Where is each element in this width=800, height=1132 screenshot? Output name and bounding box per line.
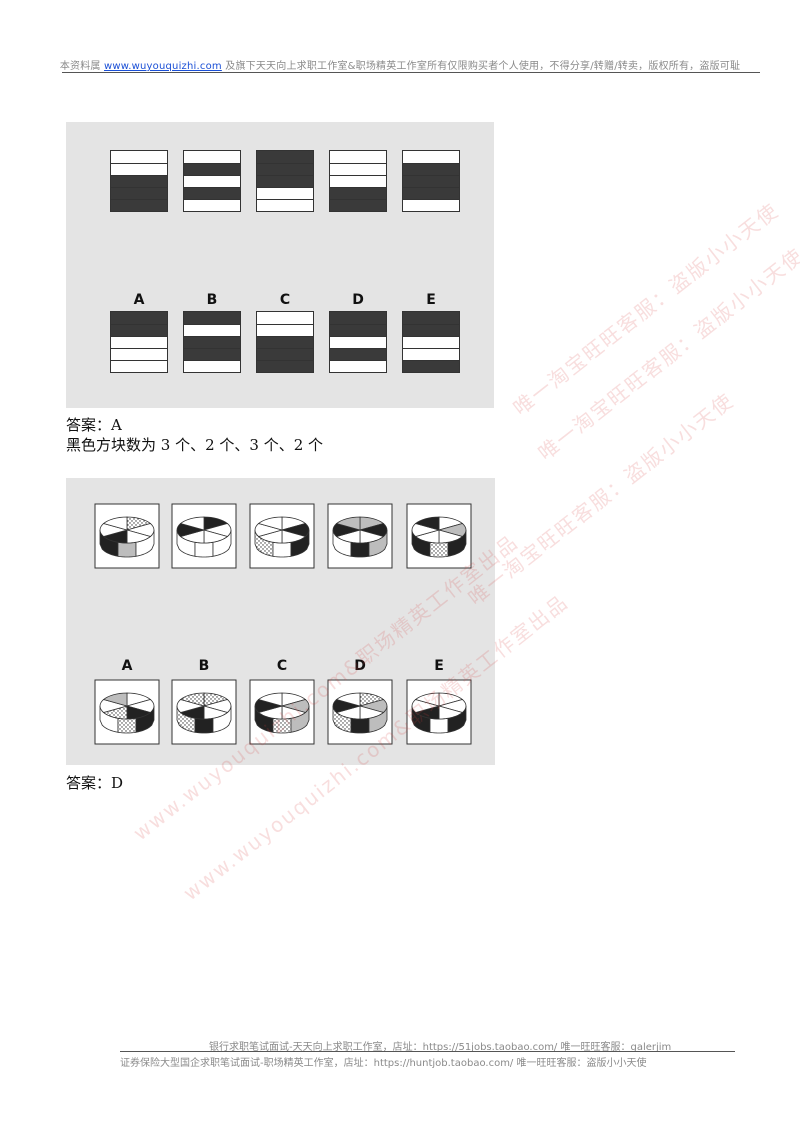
- q1-answer: 答案：A: [66, 414, 122, 435]
- black-block: [184, 187, 240, 199]
- black-block: [403, 187, 459, 199]
- black-block: [111, 175, 167, 187]
- header-link[interactable]: www.wuyouquizhi.com: [104, 61, 222, 72]
- white-block: [330, 336, 386, 348]
- q1-explanation: 黑色方块数为 3 个、2 个、3 个、2 个: [66, 434, 323, 455]
- option-label: C: [256, 292, 314, 308]
- disc-side-segment: [195, 542, 213, 557]
- disc-side-segment: [351, 718, 369, 733]
- sequence-disc-4: [328, 504, 392, 568]
- white-block: [330, 151, 386, 163]
- black-block: [257, 360, 313, 372]
- sequence-disc-3: [250, 504, 314, 568]
- sequence-figure-5: [402, 150, 460, 212]
- black-block: [330, 312, 386, 324]
- white-block: [184, 360, 240, 372]
- header-suffix: 及旗下天天向上求职工作室&职场精英工作室所有仅限购买者个人使用，不得分享/转赠/…: [222, 61, 740, 72]
- white-block: [111, 360, 167, 372]
- black-block: [330, 187, 386, 199]
- option-figure-C: [256, 311, 314, 373]
- white-block: [403, 336, 459, 348]
- disc-side-segment: [430, 542, 448, 557]
- option-label: B: [199, 658, 210, 674]
- white-block: [111, 348, 167, 360]
- black-block: [403, 312, 459, 324]
- footer-line-2: 证券保险大型国企求职笔试面试-职场精英工作室，店址：https://huntjo…: [120, 1054, 646, 1069]
- sequence-figure-1: [110, 150, 168, 212]
- white-block: [111, 151, 167, 163]
- white-block: [184, 324, 240, 336]
- white-block: [330, 360, 386, 372]
- black-block: [330, 348, 386, 360]
- white-block: [257, 312, 313, 324]
- option-label: D: [329, 292, 387, 308]
- black-block: [184, 163, 240, 175]
- sequence-disc-1: [95, 504, 159, 568]
- option-label: E: [402, 292, 460, 308]
- black-block: [257, 336, 313, 348]
- disc-side-segment: [118, 718, 136, 733]
- white-block: [257, 199, 313, 211]
- disc-side-segment: [195, 718, 213, 733]
- black-block: [330, 324, 386, 336]
- option-label: A: [110, 292, 168, 308]
- white-block: [184, 175, 240, 187]
- white-block: [257, 187, 313, 199]
- white-block: [111, 336, 167, 348]
- option-disc-B: [172, 680, 236, 744]
- white-block: [403, 348, 459, 360]
- black-block: [184, 348, 240, 360]
- black-block: [257, 175, 313, 187]
- black-block: [257, 348, 313, 360]
- header-prefix: 本资料属: [60, 61, 104, 72]
- option-figure-B: [183, 311, 241, 373]
- white-block: [257, 324, 313, 336]
- option-figure-E: [402, 311, 460, 373]
- black-block: [330, 199, 386, 211]
- white-block: [111, 163, 167, 175]
- black-block: [184, 312, 240, 324]
- black-block: [111, 199, 167, 211]
- white-block: [184, 199, 240, 211]
- white-block: [403, 151, 459, 163]
- option-figure-D: [329, 311, 387, 373]
- white-block: [403, 199, 459, 211]
- option-disc-A: [95, 680, 159, 744]
- white-block: [330, 175, 386, 187]
- sequence-disc-5: [407, 504, 471, 568]
- sequence-figure-4: [329, 150, 387, 212]
- black-block: [257, 151, 313, 163]
- white-block: [330, 163, 386, 175]
- footer-divider: [120, 1051, 735, 1052]
- black-block: [403, 360, 459, 372]
- option-figure-A: [110, 311, 168, 373]
- sequence-figure-3: [256, 150, 314, 212]
- disc-side-segment: [430, 718, 448, 733]
- page-header: 本资料属 www.wuyouquizhi.com 及旗下天天向上求职工作室&职场…: [0, 57, 800, 72]
- option-label: C: [277, 658, 287, 674]
- disc-side-segment: [273, 542, 291, 557]
- disc-side-segment: [118, 542, 136, 557]
- white-block: [184, 151, 240, 163]
- disc-side-segment: [351, 542, 369, 557]
- option-label: E: [434, 658, 444, 674]
- black-block: [403, 324, 459, 336]
- black-block: [257, 163, 313, 175]
- black-block: [111, 187, 167, 199]
- option-label: B: [183, 292, 241, 308]
- black-block: [111, 312, 167, 324]
- sequence-disc-2: [172, 504, 236, 568]
- option-label: A: [122, 658, 133, 674]
- sequence-figure-2: [183, 150, 241, 212]
- black-block: [403, 163, 459, 175]
- header-divider: [62, 72, 760, 73]
- black-block: [184, 336, 240, 348]
- q2-answer: 答案：D: [66, 772, 123, 793]
- black-block: [403, 175, 459, 187]
- black-block: [111, 324, 167, 336]
